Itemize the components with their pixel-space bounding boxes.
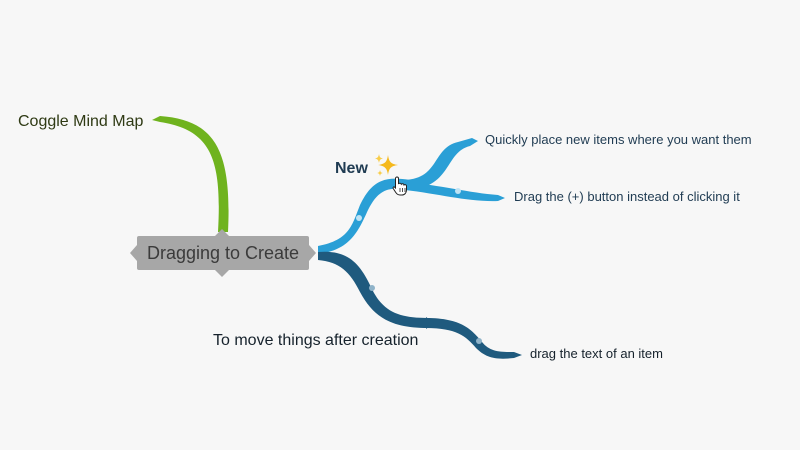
node-drag-text[interactable]: drag the text of an item bbox=[530, 346, 663, 361]
drag-dot[interactable] bbox=[369, 285, 375, 291]
light-blue-branch-child-1[interactable] bbox=[405, 138, 478, 190]
node-drag-plus-button[interactable]: Drag the (+) button instead of clicking … bbox=[514, 189, 740, 204]
drag-dot[interactable] bbox=[476, 338, 482, 344]
node-coggle-mind-map[interactable]: Coggle Mind Map bbox=[18, 113, 144, 130]
drag-dot[interactable] bbox=[455, 188, 461, 194]
sparkles-icon bbox=[374, 153, 400, 184]
node-move-after-creation[interactable]: To move things after creation bbox=[213, 332, 419, 349]
hand-pointer-icon bbox=[392, 176, 410, 201]
dark-blue-branch-child-1[interactable] bbox=[426, 318, 522, 359]
light-blue-branch-child-2[interactable] bbox=[405, 182, 505, 202]
drag-dot[interactable] bbox=[356, 215, 362, 221]
root-node[interactable]: Dragging to Create bbox=[130, 229, 316, 277]
lower-branch-tip bbox=[426, 317, 434, 329]
node-new[interactable]: New bbox=[335, 160, 368, 177]
root-node-label: Dragging to Create bbox=[146, 242, 300, 263]
dark-blue-branch[interactable] bbox=[318, 251, 428, 328]
node-quickly-place[interactable]: Quickly place new items where you want t… bbox=[485, 132, 752, 147]
green-branch[interactable] bbox=[152, 116, 229, 232]
light-blue-branch[interactable] bbox=[318, 178, 410, 254]
